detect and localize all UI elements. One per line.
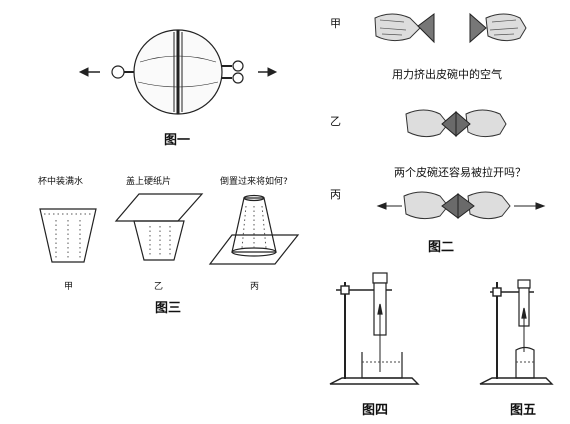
figure3-step1-text: 杯中装满水 [38,177,84,187]
figure2-row-bing-cups [441,193,475,219]
figure5-stand [479,282,554,385]
figure2-row-jia-right-hand [485,13,527,42]
figure2-squeeze-text: 用力挤出皮碗中的空气 [392,68,502,81]
figure3-glass-yi [114,193,204,261]
figure3-step2-text: 盖上硬纸片 [126,177,172,187]
figure3-label-jia: 甲 [64,282,74,292]
figure3-step3-text: 倒置过来将如何? [220,177,288,187]
figure4-stand [329,282,420,385]
figure2-row-jia-left-cup [417,13,435,44]
figure2-row-yi-label: 乙 [330,115,341,128]
figure1-arrow-left [78,67,100,77]
figure1-hemispheres [111,29,244,115]
figure5-flask [515,346,535,379]
figure3-label-yi: 乙 [154,282,164,292]
figure2-row-jia-left-hand [374,13,421,42]
figure5-tube [517,279,531,352]
figure2-question-text: 两个皮碗还容易被拉开吗？ [394,166,526,179]
figure1-arrow-right [258,67,278,77]
figure2-row-yi-cups [441,110,471,138]
figure1-caption: 图一 [164,133,191,148]
figure2-row-bing-hands [403,191,511,220]
figure2-row-yi-hands [405,109,507,138]
figure3-caption: 图三 [155,301,182,316]
figure2-row-jia-right-cup [469,12,487,44]
figure2-row-bing-arrow-right [514,202,546,210]
figure4-tube [372,272,388,372]
figure4-caption: 图四 [362,403,389,418]
figure3-glass-jia [39,208,97,263]
figure2-caption: 图二 [428,240,455,255]
figure3-label-bing: 丙 [250,282,260,292]
figure4-beaker [361,352,403,379]
figure3-glass-bing [208,194,300,265]
figure2-row-bing-arrow-left [376,202,402,210]
figure2-row-bing-label: 丙 [330,188,341,201]
figure2-row-jia-label: 甲 [330,17,341,30]
figure5-caption: 图五 [510,403,537,418]
